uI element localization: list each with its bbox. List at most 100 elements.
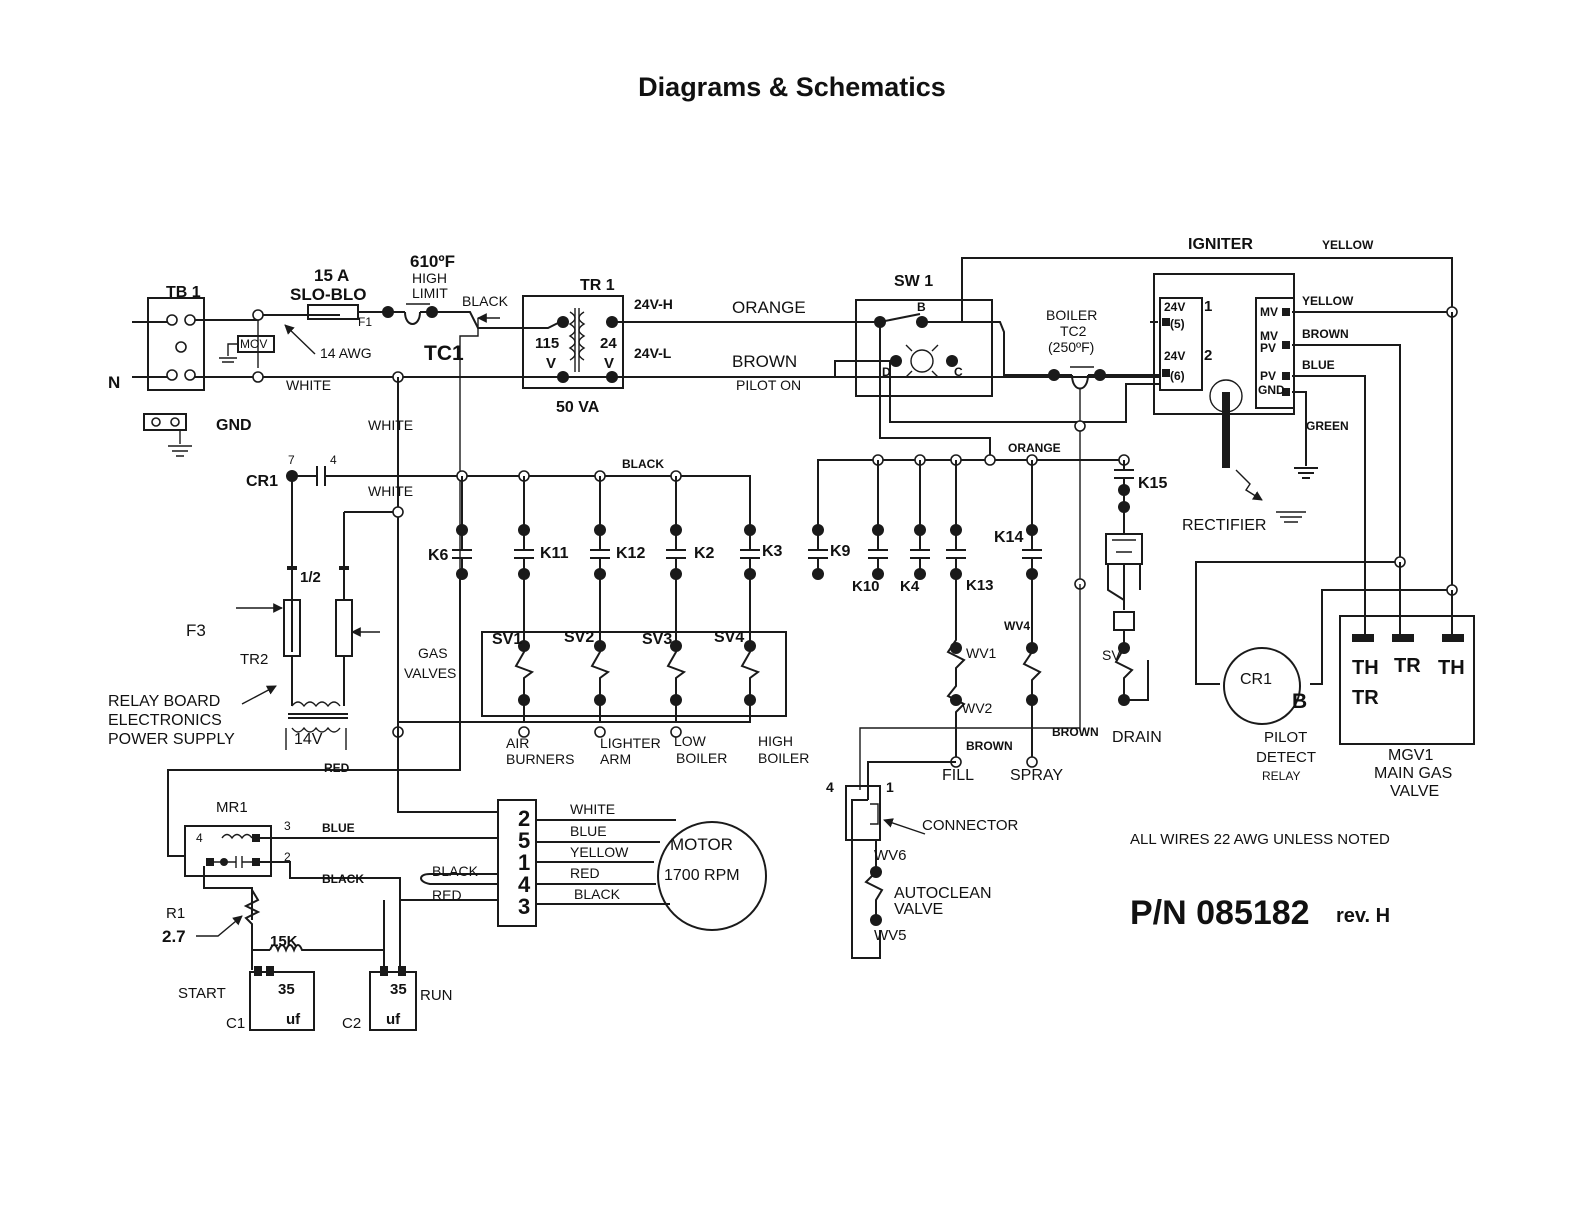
igniter-24v-2-label: 24V [1164,349,1185,363]
high-limit-label-a: HIGH [412,270,447,286]
relay-contacts [452,460,1134,580]
motor-rpm-label: 1700 RPM [664,867,740,884]
tr1-115-label: 115 [535,335,559,352]
connector-pin4-label: 4 [826,779,834,795]
c1-value-label: 35 [278,981,295,998]
awg14-label: 14 AWG [320,345,372,361]
tr1-vl-label: V [546,355,556,372]
mgv1-th1-label: TH [1352,657,1379,679]
sv3-label: SV3 [642,631,672,648]
r1-value-label: 2.7 [162,927,186,946]
wv1-label: WV1 [966,645,997,661]
wv6-label: WV6 [874,847,907,864]
k9-label: K9 [830,543,851,560]
high-boiler-label-b: BOILER [758,750,809,766]
mr1-pin2-label: 2 [284,850,291,864]
igniter-blue-label: BLUE [1302,358,1335,372]
high-limit-switch [388,303,432,325]
tr2-half-label: 1/2 [300,569,321,586]
igniter-brown-label: BROWN [1302,327,1349,341]
drain-sv-label: SV [1102,647,1121,663]
pilot-cr1-label: CR1 [1240,671,1272,688]
tr1-vr-label: V [604,355,614,372]
lighter-arm-label-b: ARM [600,751,631,767]
mr1-blue-label: BLUE [322,821,355,835]
k15-label: K15 [1138,475,1167,492]
pilot-on-label: PILOT ON [736,377,801,393]
c2-label: C2 [342,1015,361,1032]
capacitor-c1 [249,966,315,1031]
cr1-pin4-label: 4 [330,453,337,467]
k3-label: K3 [762,543,783,560]
switch-sw1 [855,299,993,397]
motor-pin-4: 4 [518,872,531,897]
brown-drain-label: BROWN [1052,725,1099,739]
relay-board-label-a: RELAY BOARD [108,693,220,710]
sw1-c-label: C [954,365,963,379]
c2-unit-label: uf [386,1011,401,1028]
igniter-yellow-label: YELLOW [1302,294,1354,308]
wv5-label: WV5 [874,927,907,944]
sv2-label: SV2 [564,629,594,646]
tr1-va-label: 50 VA [556,399,600,416]
boiler-label-b: TC2 [1060,323,1087,339]
motor-red-label: RED [432,887,462,903]
connector-label: CONNECTOR [922,817,1019,834]
drain-label: DRAIN [1112,729,1162,746]
motor-wire-5: BLACK [574,886,621,902]
r1-label: R1 [166,905,185,922]
tr2-label: TR2 [240,651,268,668]
relay-board-label-c: POWER SUPPLY [108,731,235,748]
boiler-label-c: (250ºF) [1048,339,1094,355]
transformer-tr1 [522,295,624,389]
boiler-label-a: BOILER [1046,307,1097,323]
pilot-label-c: RELAY [1262,769,1300,783]
brown-wire-label: BROWN [732,352,797,371]
pilot-label-a: PILOT [1264,729,1307,746]
orange-wire-label: ORANGE [732,298,806,317]
igniter-mvpv-a-label: MV [1260,329,1278,343]
f1-label: F1 [358,315,372,329]
tr1-label: TR 1 [580,277,615,294]
c2-value-label: 35 [390,981,407,998]
f3-label: F3 [186,621,206,640]
white-top-label: WHITE [286,377,331,393]
spray-label: SPRAY [1010,767,1063,784]
motor-wire-3: YELLOW [570,844,629,860]
mr1-pin3-label: 3 [284,819,291,833]
air-burners-label-a: AIR [506,735,529,751]
high-boiler-label-a: HIGH [758,733,793,749]
tr1-24vh-label: 24V-H [634,296,673,312]
autoclean-label-a: AUTOCLEAN [894,885,992,902]
brown-fill-label: BROWN [966,739,1013,753]
white-cr-label: WHITE [368,483,413,499]
air-burners-label-b: BURNERS [506,751,574,767]
cr1-label: CR1 [246,473,278,490]
k10-label: K10 [852,578,880,595]
main-gas-valve-mgv1 [1339,615,1475,745]
pilot-label-b: DETECT [1256,749,1316,766]
run-label: RUN [420,987,453,1004]
mr1-pin4-label: 4 [196,831,203,845]
mgv1-name-label: MGV1 [1388,747,1433,764]
sw1-label: SW 1 [894,273,933,290]
tr2-14v-label: 14V [294,731,323,748]
motor-pin-2: 5 [518,828,530,853]
igniter-pin5-label: (5) [1170,317,1185,331]
white-mid-label: WHITE [368,417,413,433]
high-limit-label-b: LIMIT [412,285,448,301]
mgv1-th2-label: TH [1438,657,1465,679]
mgv1-tr2-label: TR [1352,687,1379,709]
igniter-pin1-label: 1 [1204,298,1212,315]
sw1-b-label: B [917,300,926,314]
igniter-green-label: GREEN [1306,419,1349,433]
drain-switch [1105,507,1149,706]
pilot-b-label: B [1292,690,1307,713]
start-label: START [178,985,226,1002]
igniter-gnd-label: GND [1258,383,1285,397]
r15k-label: 15K [270,933,298,950]
gas-valves-label-a: GAS [418,645,448,661]
igniter-pin2-label: 2 [1204,347,1212,364]
rectifier-label: RECTIFIER [1182,517,1266,534]
